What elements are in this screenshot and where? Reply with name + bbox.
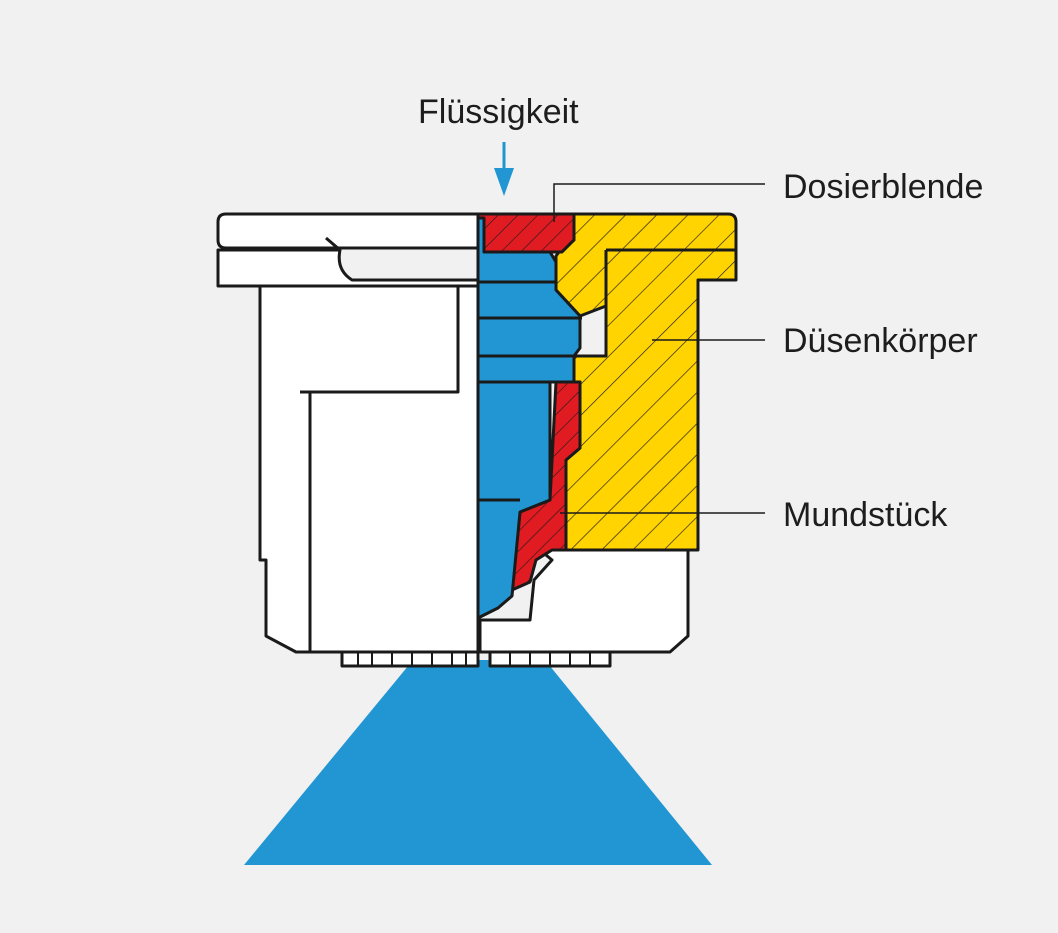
fluid-input-label: Flüssigkeit: [418, 93, 579, 131]
spray-cone: [244, 660, 712, 865]
arrow-down-icon: [494, 142, 514, 196]
nozzle-exterior-half: [216, 212, 480, 668]
metering-orifice-label: Dosierblende: [783, 168, 984, 206]
metering-orifice-section: [476, 212, 576, 254]
tip-retainer-section: [478, 548, 690, 668]
nozzle-body-label: Düsenkörper: [783, 322, 978, 360]
leader-line-metering: [553, 183, 765, 222]
fluid-channel-ribs: [478, 280, 582, 502]
tip-label: Mundstück: [783, 496, 948, 534]
